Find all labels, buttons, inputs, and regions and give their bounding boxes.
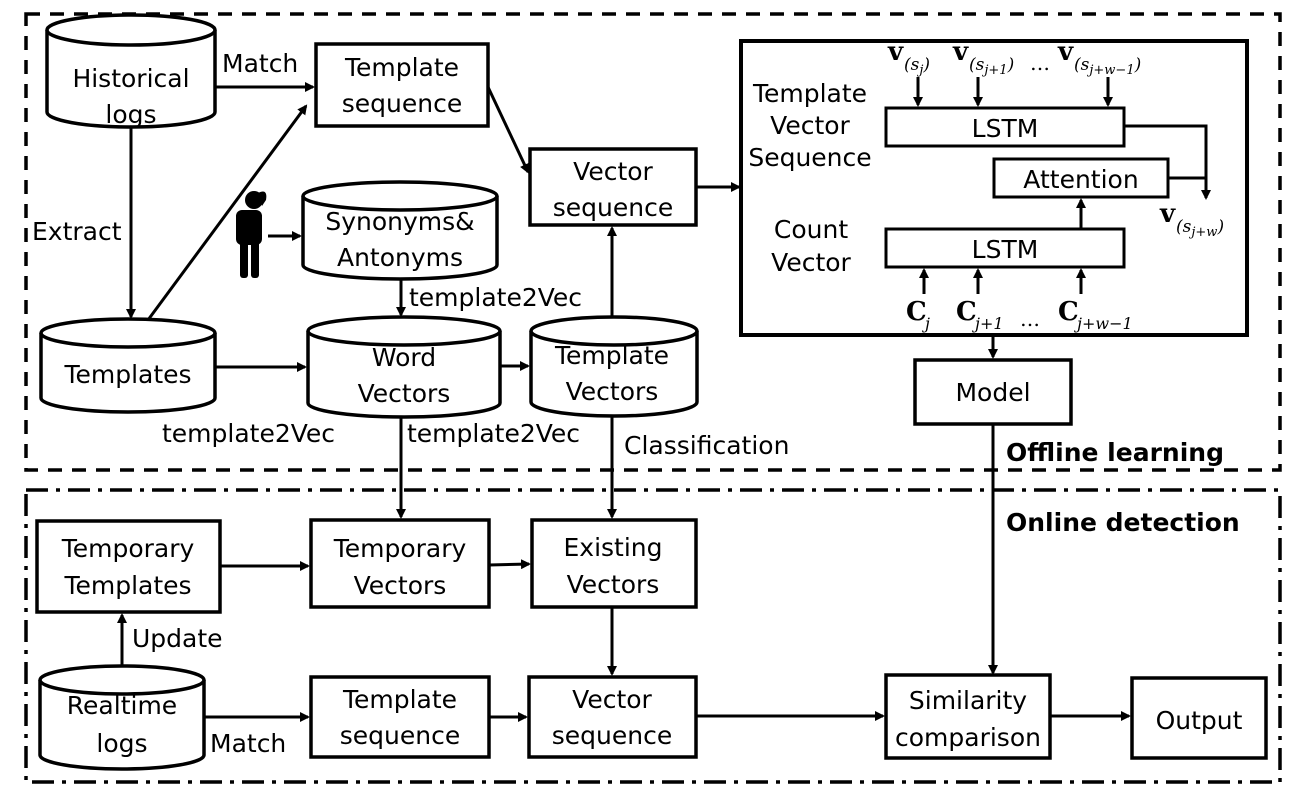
lstm-top-box: LSTM xyxy=(884,106,1126,148)
input-v-sj1: v (sj+1) xyxy=(952,37,1014,78)
svg-text:j: j xyxy=(922,314,930,333)
svg-text:LSTM: LSTM xyxy=(972,235,1039,264)
count-vector-label: Count Vector xyxy=(771,215,851,277)
svg-text:Vectors: Vectors xyxy=(567,570,660,599)
svg-text:v: v xyxy=(1057,37,1074,67)
similarity-comparison-box: Similarity comparison xyxy=(884,673,1052,760)
template-vectors-label-1: Template xyxy=(554,341,669,370)
bottom-ellipsis: … xyxy=(1020,307,1040,331)
synonyms-label-2: Antonyms xyxy=(337,243,463,272)
svg-text:C: C xyxy=(906,297,927,327)
svg-text:v: v xyxy=(887,37,904,67)
input-c-j: C j xyxy=(906,297,930,333)
svg-text:Templates: Templates xyxy=(63,571,191,600)
input-v-sj: v (sj) xyxy=(887,37,930,78)
word-vectors-db: Word Vectors xyxy=(306,315,502,419)
synonyms-antonyms-db: Synonyms& Antonyms xyxy=(301,180,499,281)
edge-extract-label: Extract xyxy=(32,217,122,246)
svg-text:Output: Output xyxy=(1156,706,1243,735)
svg-text:C: C xyxy=(1058,297,1079,327)
attention-box: Attention xyxy=(992,157,1170,199)
online-template-sequence-box: Template sequence xyxy=(309,675,491,759)
historical-logs-label-1: Historical xyxy=(72,64,189,93)
svg-text:Attention: Attention xyxy=(1023,165,1138,194)
templates-db: Templates xyxy=(39,317,217,414)
templates-label: Templates xyxy=(63,360,191,389)
person-icon xyxy=(236,191,267,278)
svg-text:v: v xyxy=(1159,199,1176,229)
historical-logs-db: Historical logs xyxy=(45,13,217,129)
word-vectors-label-2: Vectors xyxy=(358,379,451,408)
lstm-bottom-box: LSTM xyxy=(884,227,1126,269)
model-label: Model xyxy=(955,378,1030,407)
online-region-label: Online detection xyxy=(1006,508,1240,537)
svg-text:Vectors: Vectors xyxy=(354,571,447,600)
svg-text:Count: Count xyxy=(774,215,848,244)
svg-text:C: C xyxy=(956,297,977,327)
top-ellipsis: … xyxy=(1030,51,1050,75)
edge-online-match-label: Match xyxy=(210,729,286,758)
edge-match-label: Match xyxy=(222,49,298,78)
online-vector-sequence-box: Vector sequence xyxy=(527,675,698,759)
vector-sequence-box: Vector sequence xyxy=(528,147,698,227)
svg-text:Vector: Vector xyxy=(572,685,652,714)
svg-text:(sj): (sj) xyxy=(904,55,930,78)
template-vectors-label-2: Vectors xyxy=(566,377,659,406)
output-box: Output xyxy=(1130,676,1268,760)
offline-region-label: Offline learning xyxy=(1006,438,1224,467)
svg-text:LSTM: LSTM xyxy=(972,114,1039,143)
template-sequence-label-1: Template xyxy=(344,53,459,82)
svg-text:comparison: comparison xyxy=(895,723,1041,752)
tvs-label: Template Vector Sequence xyxy=(748,79,871,172)
svg-text:Temporary: Temporary xyxy=(333,534,467,563)
svg-text:sequence: sequence xyxy=(340,721,460,750)
edge-classification-label: Classification xyxy=(624,431,789,460)
edge-update-label: Update xyxy=(132,624,223,653)
svg-text:Existing: Existing xyxy=(563,533,662,562)
svg-text:Temporary: Temporary xyxy=(61,534,195,563)
realtime-logs-db: Realtime logs xyxy=(38,664,206,771)
svg-text:v: v xyxy=(952,37,969,67)
svg-text:Vector: Vector xyxy=(770,111,850,140)
svg-text:j+w−1: j+w−1 xyxy=(1074,314,1133,333)
vector-sequence-label-2: sequence xyxy=(553,193,673,222)
edge-template2vec-top-label: template2Vec xyxy=(409,283,582,312)
svg-text:Realtime: Realtime xyxy=(67,691,177,720)
edge-temp-vectors-to-existing xyxy=(488,559,531,570)
svg-text:Template: Template xyxy=(342,685,457,714)
svg-text:Similarity: Similarity xyxy=(909,686,1027,715)
template-vectors-db: Template Vectors xyxy=(529,315,699,418)
edge-lstm-to-output xyxy=(1124,124,1211,200)
svg-text:j+1: j+1 xyxy=(972,314,1004,333)
edge-template2vec-left-label: template2Vec xyxy=(162,419,335,448)
input-c-jw1: C j+w−1 xyxy=(1058,297,1133,333)
svg-text:Sequence: Sequence xyxy=(748,143,871,172)
svg-text:Vector: Vector xyxy=(771,248,851,277)
online-region-border xyxy=(24,488,1282,784)
temporary-vectors-box: Temporary Vectors xyxy=(309,518,491,609)
template-sequence-label-2: sequence xyxy=(342,89,462,118)
existing-vectors-box: Existing Vectors xyxy=(530,518,698,609)
vector-sequence-label-1: Vector xyxy=(573,157,653,186)
svg-text:logs: logs xyxy=(96,729,147,758)
word-vectors-label-1: Word xyxy=(372,343,436,372)
template-sequence-box: Template sequence xyxy=(314,42,490,128)
svg-text:Template: Template xyxy=(752,79,867,108)
edge-template2vec-mid-label: template2Vec xyxy=(407,419,580,448)
historical-logs-label-2: logs xyxy=(105,100,156,129)
offline-region-border xyxy=(24,12,1282,472)
model-box: Model xyxy=(913,358,1073,426)
temporary-templates-box: Temporary Templates xyxy=(35,519,222,614)
svg-text:sequence: sequence xyxy=(552,721,672,750)
edge-template-seq-to-vector-seq xyxy=(486,86,530,174)
input-c-j1: C j+1 xyxy=(956,297,1004,333)
synonyms-label-1: Synonyms& xyxy=(325,207,474,236)
edge-templates-to-template-seq xyxy=(146,104,308,321)
